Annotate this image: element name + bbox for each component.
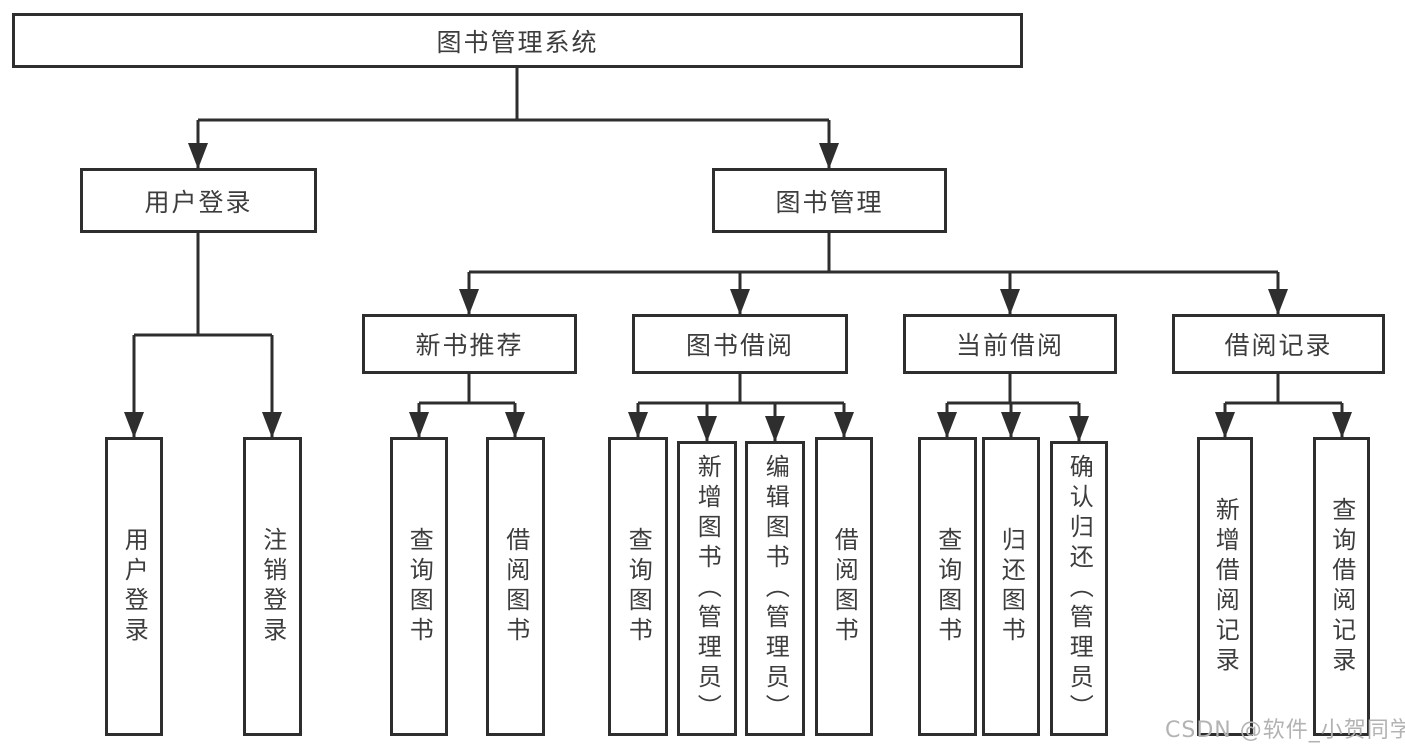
leaf-query-book-1: 查询图书 (390, 437, 448, 736)
node-borrow-record: 借阅记录 (1172, 314, 1385, 374)
leaf-query-borrow-record-label: 查询借阅记录 (1327, 496, 1356, 677)
leaf-return-book: 归还图书 (982, 437, 1040, 736)
leaf-add-borrow-record-label: 新增借阅记录 (1211, 496, 1240, 677)
node-root-label: 图书管理系统 (436, 27, 599, 57)
leaf-query-book-1-label: 查询图书 (405, 526, 434, 647)
csdn-watermark: CSDN @软件_小贺同学 (1165, 718, 1405, 743)
node-new-book-recommend: 新书推荐 (362, 314, 577, 374)
leaf-borrow-book-2: 借阅图书 (815, 437, 873, 736)
leaf-edit-book-admin: 编辑图书（管理员） (745, 441, 805, 736)
leaf-borrow-book-1: 借阅图书 (486, 437, 545, 736)
connector-root-to-level2 (198, 68, 829, 122)
leaf-confirm-return-admin-label: 确认归还（管理员） (1065, 453, 1094, 724)
leaf-borrow-book-1-label: 借阅图书 (501, 526, 530, 647)
node-new-book-recommend-label: 新书推荐 (415, 331, 524, 360)
node-root: 图书管理系统 (12, 13, 1023, 68)
connector-borrow-record-children (1225, 374, 1342, 405)
connector-user-login-children (134, 233, 272, 337)
leaf-logout: 注销登录 (243, 437, 302, 736)
node-borrow-record-label: 借阅记录 (1224, 331, 1333, 360)
leaf-return-book-label: 归还图书 (997, 526, 1026, 647)
node-book-management: 图书管理 (712, 168, 947, 233)
node-book-borrow-label: 图书借阅 (685, 331, 794, 360)
connector-current-borrow-children (947, 374, 1079, 405)
leaf-user-login-label: 用户登录 (120, 526, 149, 647)
leaf-confirm-return-admin: 确认归还（管理员） (1050, 441, 1108, 736)
leaf-query-book-3: 查询图书 (918, 437, 977, 736)
node-current-borrow: 当前借阅 (903, 314, 1117, 374)
leaf-borrow-book-2-label: 借阅图书 (830, 526, 859, 647)
leaf-logout-label: 注销登录 (258, 526, 287, 647)
leaf-edit-book-admin-label: 编辑图书（管理员） (761, 453, 790, 724)
node-user-login-label: 用户登录 (144, 187, 253, 217)
leaf-add-book-admin-label: 新增图书（管理员） (693, 453, 722, 724)
node-book-borrow: 图书借阅 (632, 314, 848, 374)
leaf-add-book-admin: 新增图书（管理员） (677, 441, 737, 736)
node-current-borrow-label: 当前借阅 (955, 331, 1064, 360)
leaf-query-book-3-label: 查询图书 (933, 526, 962, 647)
leaf-add-borrow-record: 新增借阅记录 (1197, 437, 1253, 736)
leaf-query-book-2-label: 查询图书 (624, 526, 653, 647)
leaf-query-borrow-record: 查询借阅记录 (1313, 437, 1370, 736)
leaf-query-book-2: 查询图书 (608, 437, 668, 736)
connector-book-management-children (469, 233, 1278, 274)
connector-new-book-recommend-children (419, 374, 515, 405)
node-user-login: 用户登录 (80, 168, 317, 233)
node-book-management-label: 图书管理 (775, 187, 884, 217)
connector-book-borrow-children (638, 374, 844, 405)
leaf-user-login: 用户登录 (105, 437, 163, 736)
